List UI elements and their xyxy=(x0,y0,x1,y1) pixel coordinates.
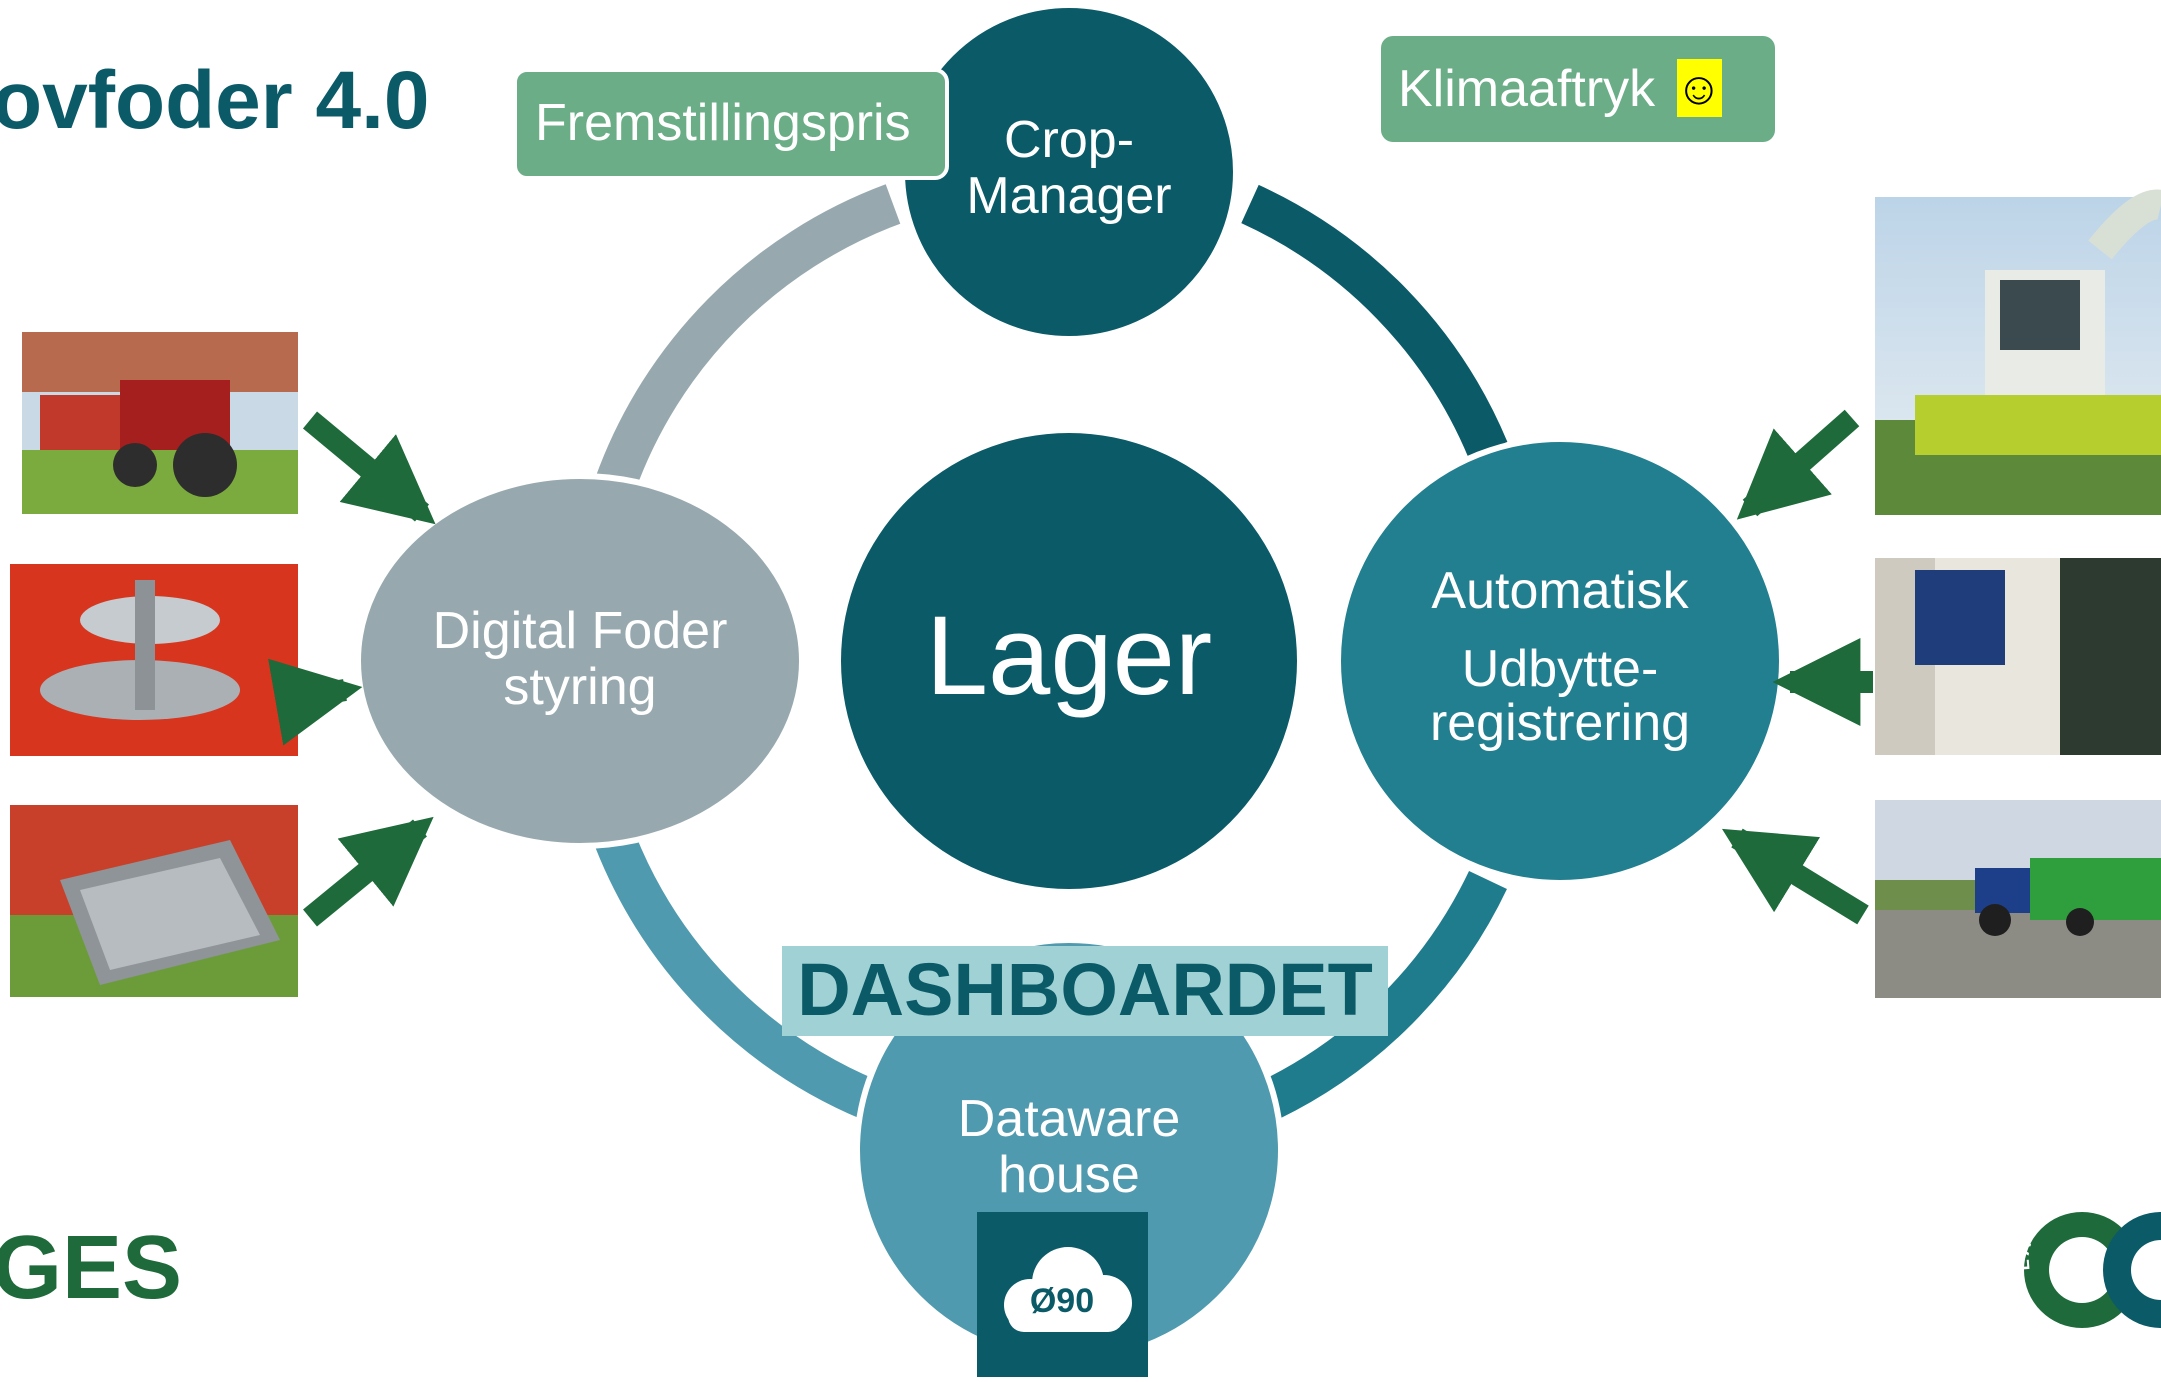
page-title: ovfoder 4.0 xyxy=(0,55,429,146)
node-crop-manager-line2: Manager xyxy=(966,167,1171,225)
arrow-left-top xyxy=(302,411,436,525)
landbrug-logo: LANDBRUG xyxy=(2013,1191,2161,1328)
ring-arc-bottom-right xyxy=(1260,870,1507,1119)
arrow-left-bottom xyxy=(303,816,434,927)
tag-climate-label: Klimaaftryk xyxy=(1398,60,1656,118)
cloud-icon xyxy=(1004,1247,1132,1332)
node-automatisk-line3: registrering xyxy=(1430,694,1690,752)
hub-lager: Lager xyxy=(841,433,1297,889)
cycle-ring xyxy=(595,184,1508,1120)
arrow-left-middle xyxy=(268,658,363,746)
hub-label: Lager xyxy=(926,593,1212,718)
photo-left-tractor xyxy=(22,332,298,514)
node-digital-foder: Digital Foder styring xyxy=(355,473,805,849)
node-datawarehouse-line1: Dataware xyxy=(958,1090,1181,1148)
arrow-right-top xyxy=(1736,409,1860,520)
node-automatisk-line2: Udbytte- xyxy=(1462,640,1659,698)
ring-arc-bottom-left xyxy=(595,832,879,1120)
photo-left-auger xyxy=(10,564,298,756)
tag-production-price-label: Fremstillingspris xyxy=(535,94,911,152)
cloud-badge: Ø90 xyxy=(977,1212,1148,1377)
node-digital-foder-line1: Digital Foder xyxy=(433,602,728,660)
photo-left-scale xyxy=(10,805,298,997)
smiley-icon xyxy=(1677,59,1722,117)
cloud-badge-text: Ø90 xyxy=(1030,1282,1094,1320)
node-crop-manager: Crop- Manager xyxy=(899,2,1239,342)
node-automatisk-udbytte: Automatisk Udbytte- registrering xyxy=(1335,436,1785,886)
input-arrows xyxy=(268,409,1873,927)
dashboard-label: DASHBOARDET xyxy=(797,948,1373,1031)
tag-production-price: Fremstillingspris xyxy=(513,68,949,180)
ring-arc-top-left xyxy=(595,184,901,493)
node-digital-foder-line2: styring xyxy=(503,658,656,716)
footer-left-text: GES xyxy=(0,1218,182,1318)
photo-right-nir-scanner xyxy=(1875,558,2161,755)
photo-right-harvester xyxy=(1875,189,2161,515)
node-automatisk-line1: Automatisk xyxy=(1431,562,1689,620)
node-datawarehouse-line2: house xyxy=(998,1146,1140,1204)
node-crop-manager-line1: Crop- xyxy=(1004,111,1134,169)
tag-climate-footprint: Klimaaftryk ☺ xyxy=(1381,36,1775,142)
photo-right-forage-wagon xyxy=(1875,800,2161,998)
dashboard-banner: DASHBOARDET xyxy=(782,946,1388,1036)
ring-arc-top-right xyxy=(1241,184,1508,459)
smiley-glyph: ☺ xyxy=(1676,62,1723,114)
arrow-right-bottom xyxy=(1721,828,1869,925)
